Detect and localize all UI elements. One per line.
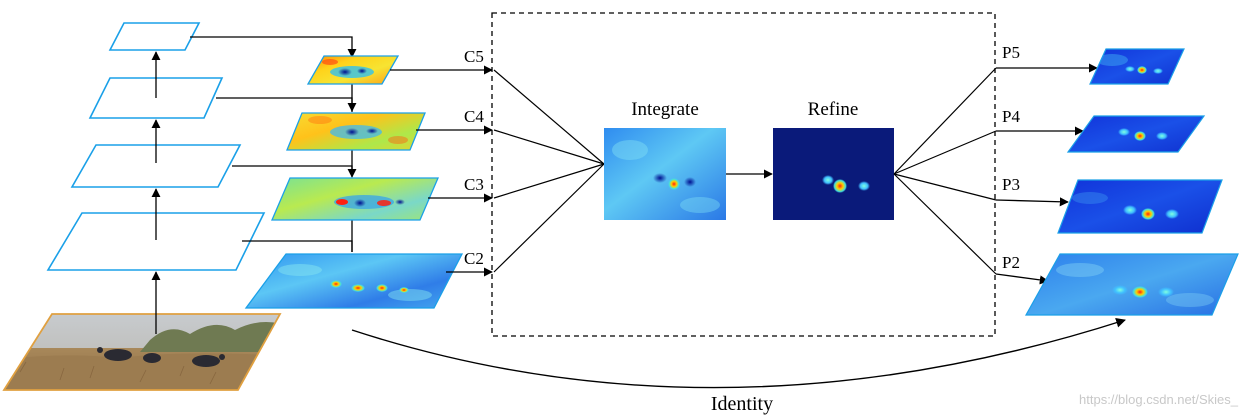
label-c3: C3 [464, 175, 484, 194]
label-p3: P3 [1002, 175, 1020, 194]
feature-map-c3 [272, 178, 438, 220]
identity-connection [351, 318, 1126, 389]
refine-map [773, 128, 894, 220]
label-p4: P4 [1002, 107, 1020, 126]
backbone-level-5 [108, 22, 201, 51]
watermark: https://blog.csdn.net/Skies_ [1079, 392, 1239, 407]
refine-label: Refine [808, 99, 859, 120]
label-c4: C4 [464, 107, 484, 126]
label-p5: P5 [1002, 43, 1020, 62]
lateral-connections [190, 36, 357, 252]
integrate-input-lines [493, 69, 605, 273]
feature-map-c2 [246, 254, 462, 308]
feature-map-p2 [1026, 254, 1238, 315]
input-image [2, 313, 282, 391]
refine-output-lines [893, 67, 997, 275]
identity-label: Identity [711, 393, 773, 415]
integrate-label: Integrate [631, 99, 699, 120]
feature-map-p3 [1058, 180, 1222, 233]
backbone-level-3 [70, 144, 242, 188]
feature-map-p4 [1068, 116, 1204, 152]
feature-map-c4 [287, 113, 425, 150]
backbone-pyramid [46, 22, 266, 271]
feature-map-c5 [308, 56, 398, 84]
c-output-arrows [390, 65, 493, 277]
integrate-map [604, 128, 726, 220]
p-output-arrows [995, 63, 1098, 285]
feature-map-p5 [1090, 49, 1184, 84]
label-c5: C5 [464, 47, 484, 66]
label-p2: P2 [1002, 253, 1020, 272]
label-c2: C2 [464, 249, 484, 268]
backbone-level-2 [46, 212, 266, 271]
